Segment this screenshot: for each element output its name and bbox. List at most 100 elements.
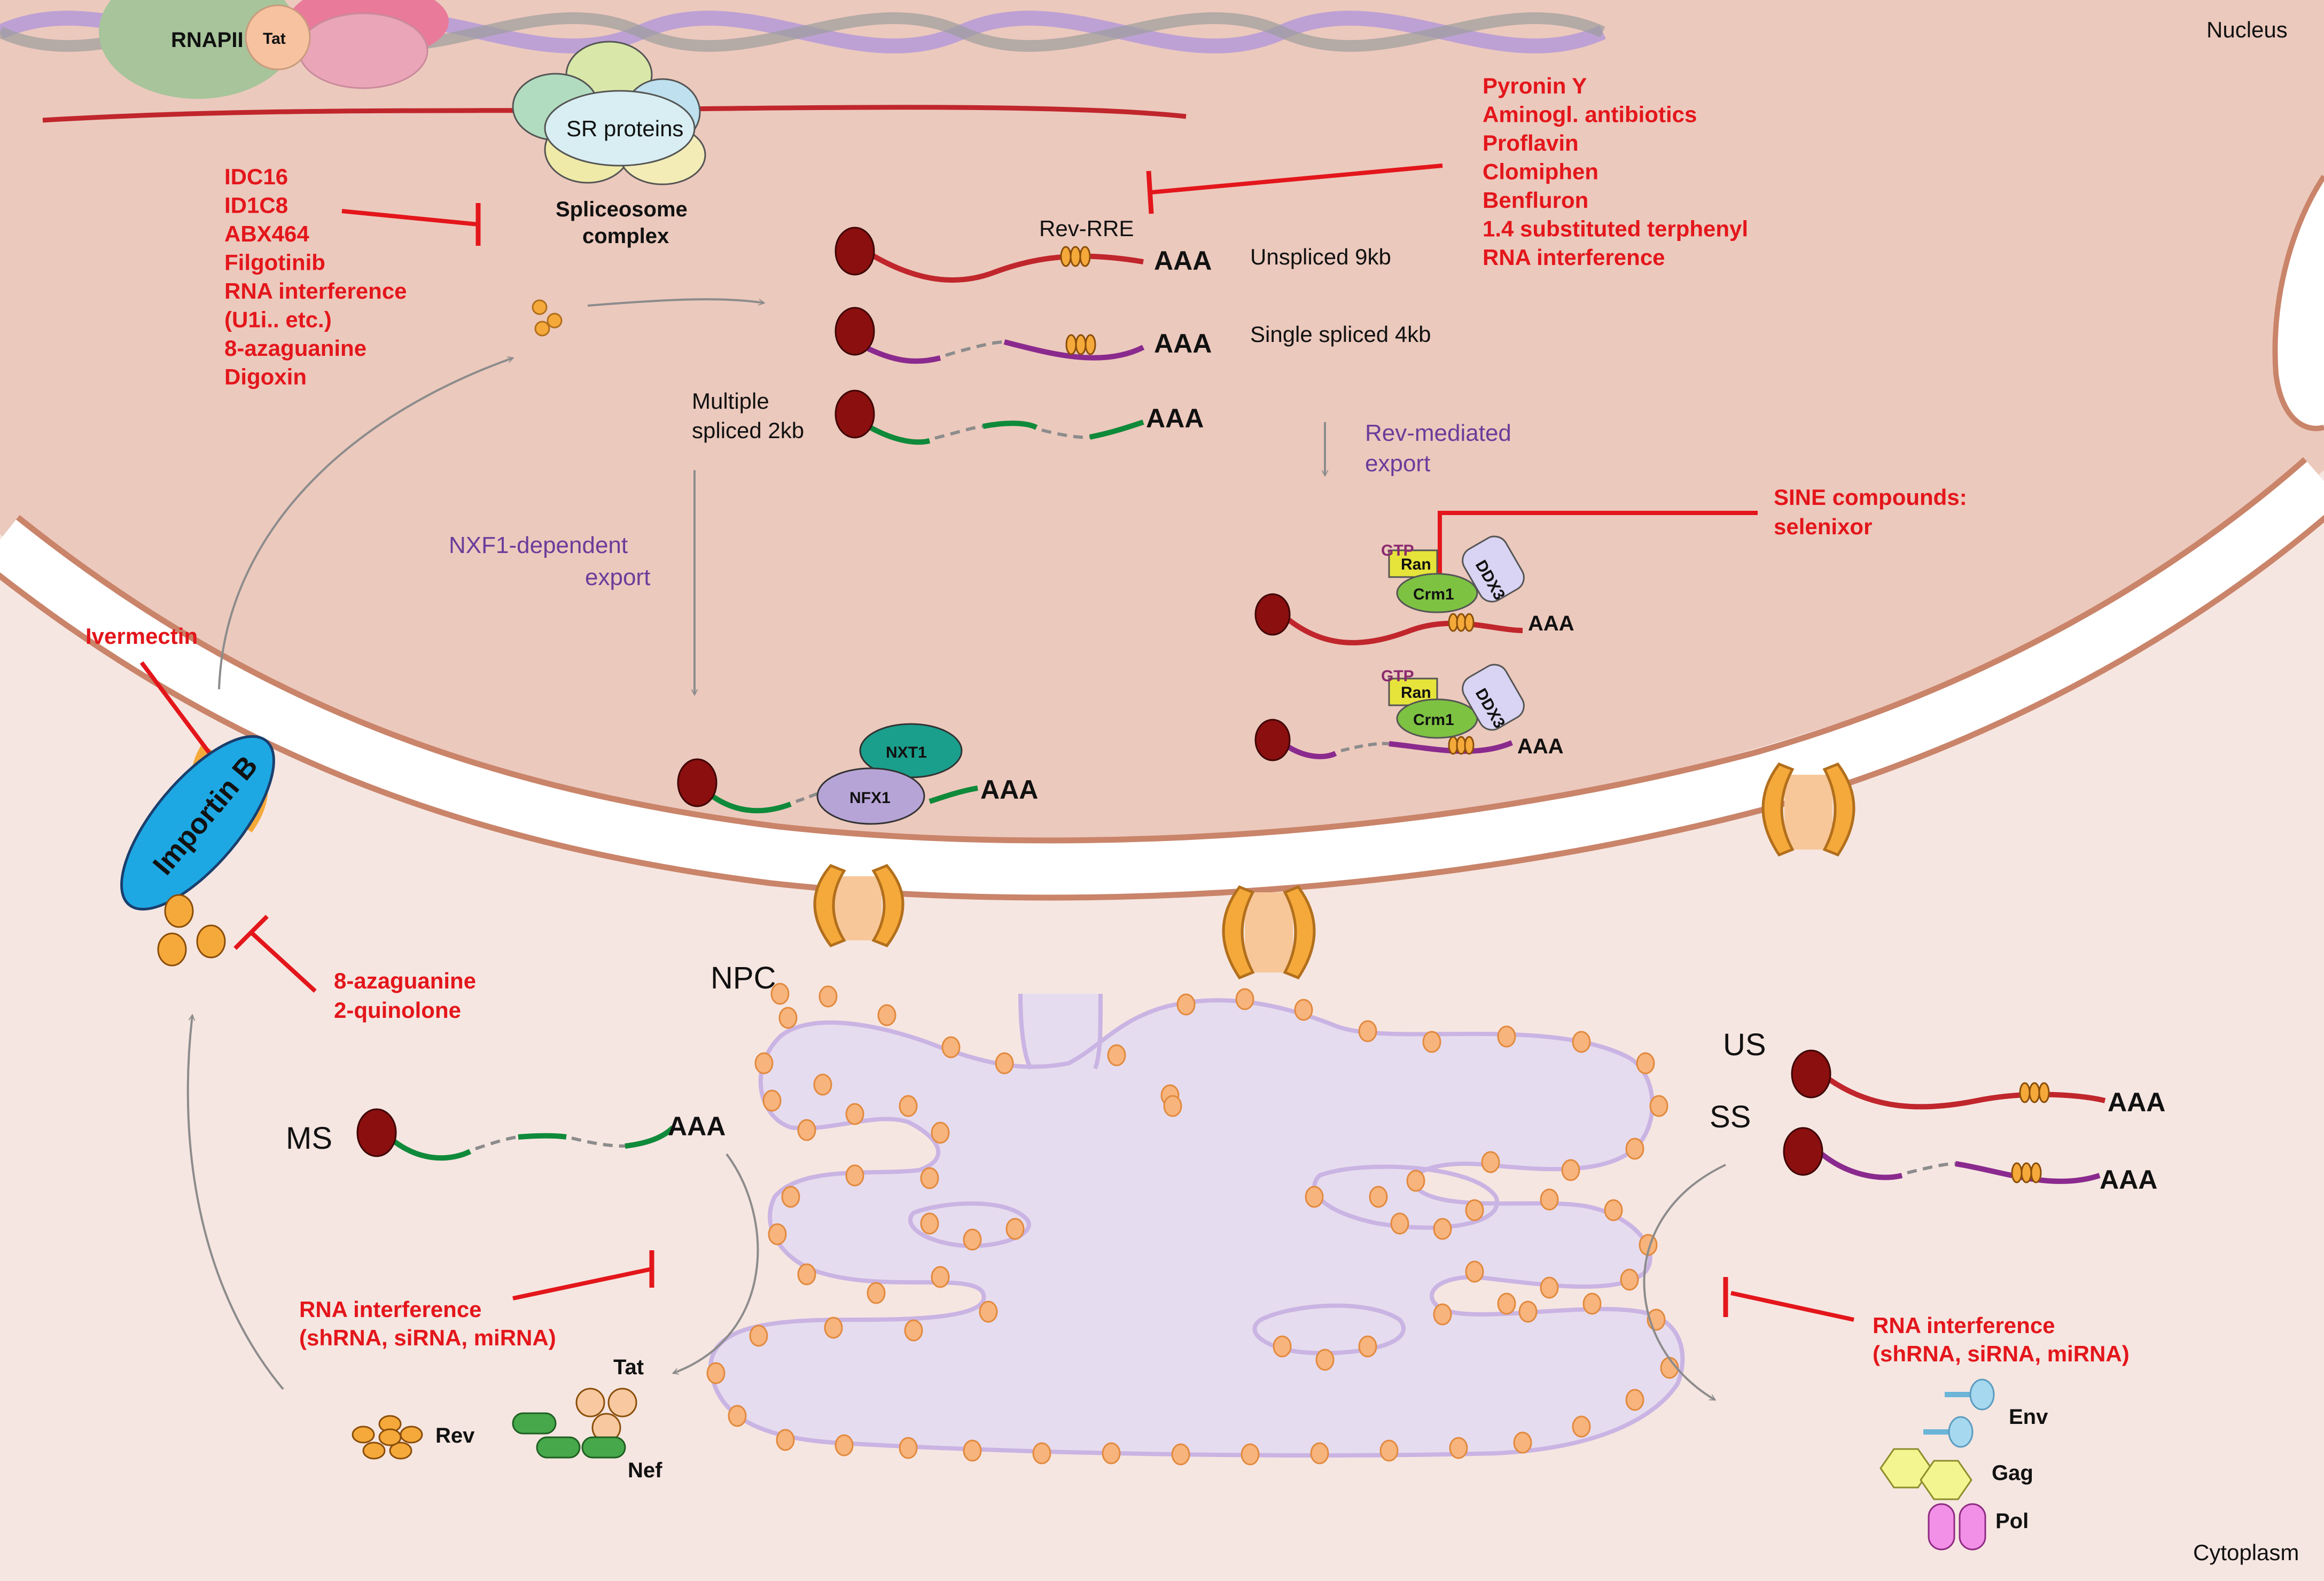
ribosome — [1604, 1199, 1623, 1221]
splicing-inhibitor-item: (U1i.. etc.) — [224, 307, 332, 332]
rnai-right-line2: (shRNA, siRNA, miRNA) — [1873, 1341, 2130, 1366]
gtp-label-1: GTP — [1381, 542, 1414, 559]
ribosome — [797, 1119, 816, 1141]
ribosome — [776, 1429, 795, 1451]
sine-inhibitor: SINE compounds: selenixor — [1424, 485, 1967, 593]
ribosome — [845, 1164, 864, 1187]
ran-label-1: Ran — [1401, 556, 1431, 573]
rev-mediated-label-line1: Rev-mediated — [1365, 420, 1511, 446]
ribosome — [995, 1052, 1014, 1074]
rnapii-label: RNAPII — [171, 28, 244, 52]
ribosome — [1449, 1437, 1468, 1459]
npc-pore-3 — [1761, 762, 1855, 857]
import-particles — [157, 894, 226, 967]
rev-mediated-label-line2: export — [1365, 450, 1430, 477]
npc-pore-2 — [1222, 885, 1316, 980]
splicing-inhibitor-item: IDC16 — [224, 164, 288, 189]
nucleus-label: Nucleus — [2206, 17, 2288, 42]
polya-ss: AAA — [2100, 1165, 2157, 1195]
ribosome — [899, 1095, 918, 1117]
import-arrow-up — [218, 356, 514, 690]
ribosome — [1235, 988, 1254, 1010]
splicing-inhibitor-item: RNA interference — [224, 278, 407, 303]
ribosome — [1540, 1276, 1559, 1299]
ms-label: MS — [286, 1121, 332, 1156]
nfx1-label: NFX1 — [849, 789, 891, 807]
nxf1-label-line2: export — [585, 564, 650, 590]
ribosome — [1315, 1349, 1335, 1371]
ribosome — [1369, 1186, 1388, 1208]
ribosome — [1649, 1095, 1668, 1117]
import-inhibit-bar — [233, 915, 269, 950]
rnai-right-line1: RNA interference — [1873, 1313, 2055, 1338]
multiple-spliced-label-line2: spliced 2kb — [692, 418, 804, 443]
ribosome — [1513, 1431, 1532, 1454]
ribosome — [770, 983, 790, 1005]
spliceosome-label-line2: complex — [582, 224, 669, 248]
crm1-complex-1: Ran Crm1 DDX3 GTP AAA — [1254, 535, 1574, 645]
npc-pore-1 — [813, 864, 904, 948]
ran-label-2: Ran — [1401, 684, 1431, 702]
polya-unspliced: AAA — [1154, 246, 1212, 276]
rev-rre-inhibitor-item: 1.4 substituted terphenyl — [1483, 216, 1748, 242]
crm1-complex-2: Ran Crm1 DDX3 GTP AAA — [1254, 664, 1564, 761]
pol-label: Pol — [1995, 1509, 2029, 1533]
ribosome — [1497, 1292, 1516, 1315]
ribosome — [778, 1007, 798, 1029]
ribosome — [877, 1004, 896, 1026]
ribosome — [1379, 1439, 1399, 1462]
splicing-inhibitor-item: ID1C8 — [224, 193, 288, 218]
ribosome — [867, 1282, 886, 1304]
spliceosome-complex: SR proteins Spliceosome complex — [512, 41, 706, 248]
ribosome — [931, 1122, 950, 1144]
ribosome — [1406, 1170, 1425, 1192]
ribosome — [762, 1089, 782, 1112]
rnai-left-line1: RNA interference — [299, 1297, 482, 1322]
ribosome — [1102, 1442, 1121, 1465]
rev-rre-inhibitor-item: Clomiphen — [1483, 159, 1598, 184]
ribosome — [1465, 1260, 1484, 1283]
transcript-ms-cytoplasm: MS AAA — [286, 1108, 726, 1161]
nxf1-label-line1: NXF1-dependent — [449, 532, 628, 558]
ribosome — [1305, 1186, 1324, 1208]
ribosome — [1625, 1389, 1644, 1411]
ribosome — [813, 1073, 832, 1096]
protein-pol: Pol — [1928, 1503, 2029, 1551]
sr-proteins-label: SR proteins — [566, 116, 683, 141]
ribosome — [1433, 1303, 1452, 1326]
splicing-inhibitor-item: ABX464 — [224, 221, 309, 246]
ribosome — [728, 1405, 747, 1427]
polya-nxf1: AAA — [980, 775, 1038, 805]
ribosome — [1518, 1300, 1538, 1323]
rev-rre-inhibitor-item: RNA interference — [1483, 245, 1665, 270]
rnai-right: RNA interference (shRNA, siRNA, miRNA) — [1723, 1277, 2130, 1366]
ribosome — [754, 1052, 774, 1074]
nef-label: Nef — [628, 1459, 662, 1482]
ribosome — [781, 1186, 800, 1208]
polya-crm1-1: AAA — [1528, 612, 1574, 635]
ribosome — [1540, 1188, 1559, 1211]
crm1-label-2: Crm1 — [1413, 711, 1454, 729]
polya-us: AAA — [2108, 1087, 2165, 1117]
transcript-ss-cytoplasm: SS AAA — [1710, 1100, 2157, 1195]
ribosome — [1481, 1151, 1500, 1173]
rev-rre-inhibitor-item: Pyronin Y — [1483, 73, 1587, 98]
protein-gag: Gag — [1880, 1448, 2033, 1500]
ribosome — [899, 1437, 918, 1459]
polya-ms: AAA — [668, 1111, 726, 1141]
ribosome — [1433, 1218, 1452, 1240]
transcript-unspliced-nucleus: AAA Unspliced 9kb — [835, 227, 1391, 283]
ribosome — [1358, 1335, 1377, 1358]
splicing-inhibitor-item: Digoxin — [224, 364, 307, 390]
ribosome — [818, 985, 838, 1008]
env-label: Env — [2009, 1405, 2048, 1429]
ribosome — [1273, 1335, 1292, 1358]
ms-translation-arrow — [672, 1153, 759, 1375]
multiple-spliced-label-line1: Multiple — [692, 388, 769, 414]
sine-label-line1: SINE compounds: — [1774, 485, 1967, 510]
ribosome — [1582, 1292, 1602, 1315]
unspliced-label: Unspliced 9kb — [1250, 244, 1391, 269]
crm1-label-1: Crm1 — [1413, 586, 1454, 603]
